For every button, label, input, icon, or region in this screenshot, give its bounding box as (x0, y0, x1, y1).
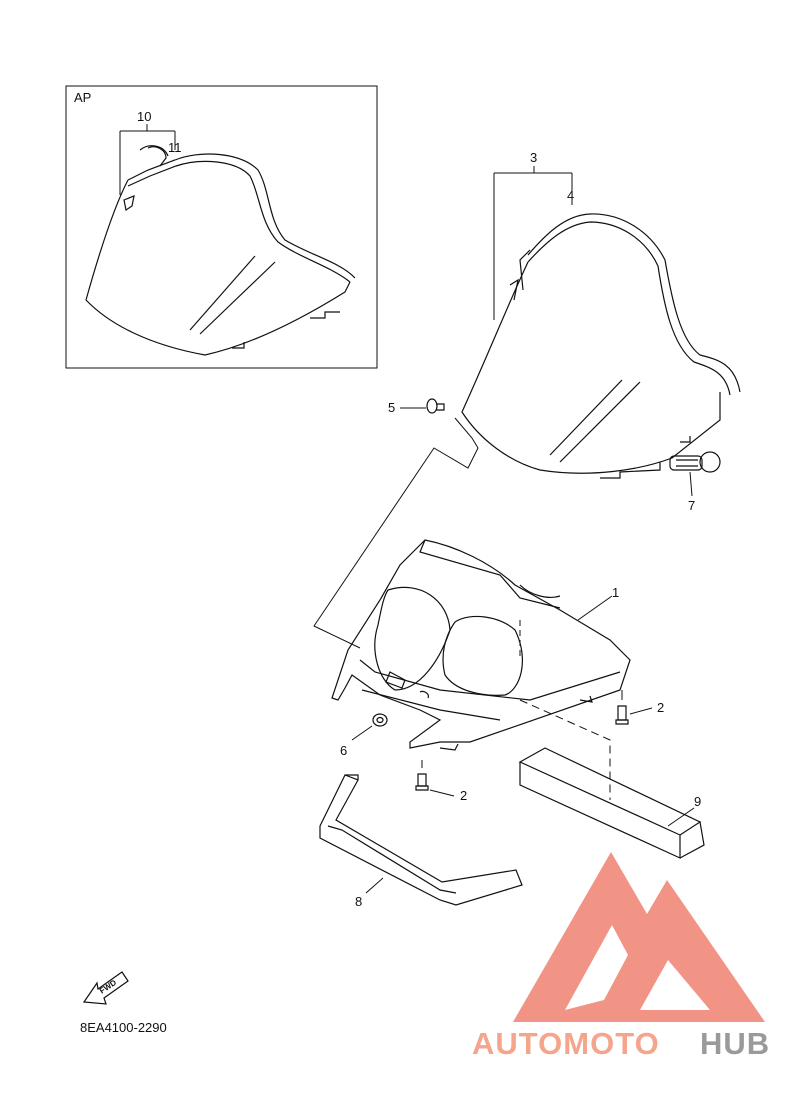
grommet-6 (372, 713, 388, 727)
fastener-7 (669, 451, 721, 473)
fwd-arrow-icon: FWD (82, 971, 129, 1005)
watermark-text: AUTOMOTO HUB (472, 1026, 770, 1061)
inset-windshield (85, 145, 356, 356)
diagram-code: 8EA4100-2290 (80, 1020, 167, 1035)
callout-2-right: 2 (657, 700, 664, 715)
watermark-logo-icon (513, 852, 765, 1022)
callout-8: 8 (355, 894, 362, 909)
watermark-part1: AUTOMOTO (472, 1026, 660, 1061)
callout-7: 7 (688, 498, 695, 513)
windshield: 3 4 5 7 (388, 150, 741, 513)
callout-10: 10 (137, 109, 151, 124)
callout-11: 11 (168, 140, 182, 155)
cowling (331, 539, 631, 751)
inset-label: AP (74, 90, 91, 105)
callout-5: 5 (388, 400, 395, 415)
callout-4: 4 (567, 188, 574, 203)
bolt-2-left (415, 773, 429, 791)
callout-1: 1 (612, 585, 619, 600)
inset-frame (65, 85, 378, 369)
callout-6: 6 (340, 743, 347, 758)
callout-9: 9 (694, 794, 701, 809)
bolt-2-right (615, 705, 629, 725)
seal-8 (319, 774, 523, 906)
callout-3: 3 (530, 150, 537, 165)
windshield-outline (461, 213, 741, 479)
foam-block-9 (518, 747, 705, 859)
inset-ap: AP 10 11 (65, 85, 378, 369)
screw-5 (426, 398, 445, 414)
watermark-part2: HUB (700, 1026, 770, 1061)
callout-2-left: 2 (460, 788, 467, 803)
leader-lines (313, 417, 623, 800)
